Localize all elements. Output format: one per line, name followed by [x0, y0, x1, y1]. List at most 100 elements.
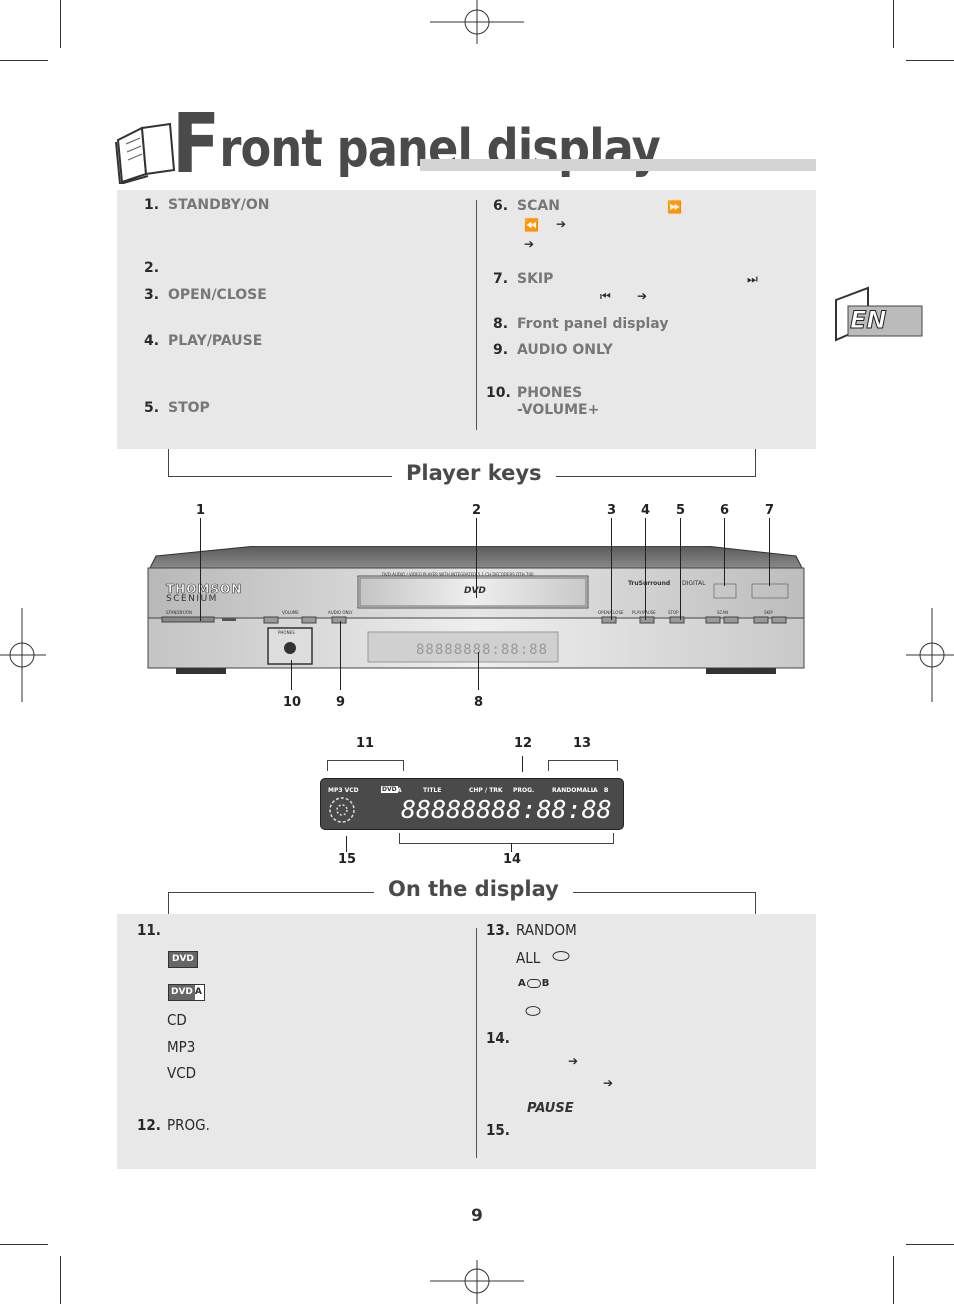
- audio-only-label: AUDIO ONLY: [328, 610, 353, 615]
- digital-logo: DIGITAL: [682, 580, 706, 587]
- display-item-12: 12.PROG.: [137, 1116, 210, 1134]
- key-item-10-volume: -VOLUME+: [517, 402, 600, 418]
- language-tab: EN: [834, 286, 924, 342]
- display-label-prog: PROG.: [513, 787, 535, 794]
- page-title: Front panel display: [172, 97, 661, 192]
- callout-number: 1: [196, 503, 206, 518]
- key-item-10: 10.PHONES: [486, 385, 583, 401]
- display-item-11: 11.: [137, 921, 161, 939]
- callout-bracket: [327, 760, 404, 771]
- front-display-closeup: MP3 VCD DVD A TITLE CHP / TRK PROG. RAND…: [320, 778, 624, 830]
- play-pause-label: PLAY/PAUSE: [632, 610, 656, 615]
- callout-line: [291, 660, 293, 690]
- rewind-icon: ⏪: [524, 218, 539, 232]
- callout-line: [346, 836, 348, 852]
- callout-number: 8: [474, 695, 484, 710]
- crop-mark: [60, 1256, 61, 1304]
- callout-number: 7: [765, 503, 775, 518]
- callout-line: [200, 518, 202, 621]
- key-item-8: 8.Front panel display: [493, 316, 669, 332]
- standby-label: STANDBY/ON: [166, 610, 192, 615]
- callout-number: 15: [338, 852, 357, 867]
- device-header-text: DVD AUDIO / VIDEO PLAYER WITH INTEGRATED…: [382, 572, 534, 577]
- callout-number: 2: [472, 503, 482, 518]
- arrow-right-icon: ➔: [568, 1054, 579, 1068]
- dvd-badge: DVD: [168, 951, 198, 968]
- callout-number: 5: [676, 503, 686, 518]
- on-display-panel: [117, 914, 816, 1169]
- fast-forward-icon: ⏩: [667, 200, 682, 214]
- display-item-vcd: VCD: [167, 1064, 197, 1082]
- callout-number: 4: [641, 503, 651, 518]
- callout-line: [522, 756, 524, 772]
- brand-sublogo: SCENIUM: [166, 594, 218, 604]
- scan-label: SCAN: [717, 610, 729, 615]
- crop-mark: [60, 0, 61, 48]
- callout-line: [680, 518, 682, 620]
- callout-bracket: [548, 760, 618, 771]
- key-item-1: 1.STANDBY/ON: [144, 197, 270, 213]
- volume-label: VOLUME: [282, 610, 299, 615]
- display-label-dvd: DVD: [381, 786, 398, 793]
- callout-number: 6: [720, 503, 730, 518]
- crop-mark: [906, 1244, 954, 1245]
- skip-next-icon: ⏭: [747, 272, 758, 286]
- crop-mark: [893, 0, 894, 48]
- arrow-right-icon: ➔: [603, 1076, 614, 1090]
- display-item-mp3: MP3: [167, 1038, 196, 1056]
- arrow-right-icon: ➔: [556, 217, 567, 231]
- display-item-all: ALL: [516, 949, 541, 967]
- crop-mark: [906, 60, 954, 61]
- crop-mark: [0, 60, 48, 61]
- display-label-a: A: [397, 787, 402, 794]
- display-label-ab: A B: [593, 787, 609, 794]
- key-item-7: 7.SKIP: [493, 271, 554, 287]
- callout-line: [340, 621, 342, 690]
- pause-display-text: PAUSE: [527, 1101, 574, 1116]
- key-item-2: 2.: [144, 260, 160, 276]
- callout-line: [769, 518, 771, 586]
- callout-number: 11: [356, 736, 375, 751]
- on-display-heading: On the display: [374, 877, 573, 901]
- panel-divider: [476, 928, 478, 1158]
- display-label-chp-trk: CHP / TRK: [469, 787, 503, 794]
- key-item-6: 6.SCAN: [493, 198, 560, 214]
- repeat-icon: [525, 1006, 541, 1016]
- callout-line: [476, 518, 478, 598]
- callout-number: 10: [283, 695, 302, 710]
- callout-number: 13: [573, 736, 592, 751]
- callout-line: [511, 843, 513, 852]
- callout-number: 9: [336, 695, 346, 710]
- trusurround-logo: TruSurround: [628, 580, 671, 587]
- display-label-mp3-vcd: MP3 VCD: [328, 787, 359, 794]
- display-digits: 88888888:88:88: [401, 795, 612, 824]
- key-item-3: 3.OPEN/CLOSE: [144, 287, 267, 303]
- callout-line: [478, 652, 480, 690]
- registration-mark-bottom: [430, 1260, 524, 1304]
- panel-divider: [476, 200, 478, 430]
- callout-bracket: [399, 833, 614, 844]
- callout-number: 12: [514, 736, 533, 751]
- key-item-4: 4.PLAY/PAUSE: [144, 333, 263, 349]
- skip-previous-icon: ⏮: [600, 289, 611, 303]
- stop-label: STOP: [668, 610, 679, 615]
- display-label-random-all: RANDOMALL: [552, 787, 595, 794]
- callout-number: 14: [503, 852, 522, 867]
- registration-mark-right: [906, 608, 954, 702]
- book-icon: [115, 122, 176, 184]
- disc-icon: [329, 797, 355, 823]
- key-item-9: 9.AUDIO ONLY: [493, 342, 613, 358]
- phones-label: PHONES: [278, 630, 295, 635]
- callout-line: [645, 518, 647, 620]
- dvd-player-illustration: THOMSON SCENIUM DVD AUDIO / VIDEO PLAYER…: [146, 546, 806, 674]
- device-display-digits: 88888888:88:88: [416, 642, 549, 658]
- crop-mark: [893, 1256, 894, 1304]
- open-close-label: OPEN/CLOSE: [598, 610, 624, 615]
- brand-logo: THOMSON: [166, 582, 243, 597]
- display-item-cd: CD: [167, 1011, 187, 1029]
- crop-mark: [0, 1244, 48, 1245]
- dvd-logo: DVD: [464, 586, 486, 596]
- arrow-right-icon: ➔: [524, 237, 535, 251]
